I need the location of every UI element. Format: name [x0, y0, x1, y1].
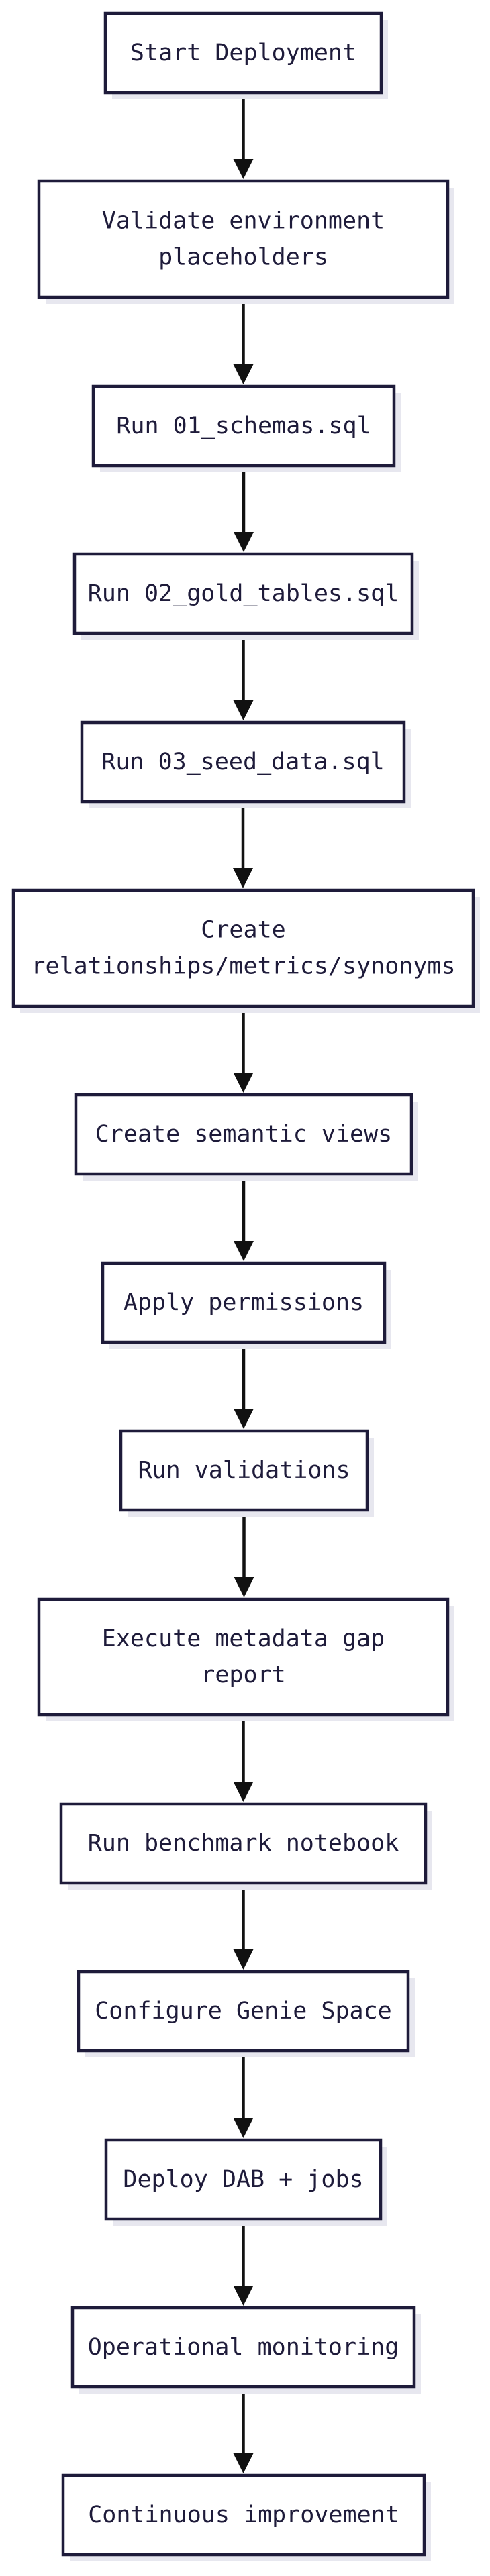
node-box	[119, 1429, 369, 1512]
edge-arrow-execute-metadata-gap-report-to-run-benchmark-notebook	[233, 1716, 254, 1802]
arrowhead-icon	[233, 1782, 254, 1802]
node-run-03-seed-data: Run 03_seed_data.sql	[80, 720, 411, 808]
node-label: Create	[201, 917, 285, 944]
node-create-semantic-views: Create semantic views	[74, 1093, 418, 1181]
node-label: Validate environment	[102, 208, 385, 235]
edge-arrow-deploy-dab-jobs-to-operational-monitoring	[233, 2220, 254, 2306]
node-box	[101, 1261, 387, 1344]
node-label: Run 02_gold_tables.sql	[88, 580, 399, 607]
edge-arrow-run-02-gold-tables-to-run-03-seed-data	[233, 635, 254, 720]
node-label: relationships/metrics/synonyms	[31, 953, 455, 980]
node-label: placeholders	[158, 244, 328, 271]
edge-arrow-start-deployment-to-validate-environment-placeholders	[233, 94, 254, 179]
node-label: Continuous improvement	[88, 2502, 399, 2528]
node-box	[91, 384, 396, 468]
node-label: Run 01_schemas.sql	[116, 413, 371, 439]
node-operational-monitoring: Operational monitoring	[70, 2306, 421, 2394]
node-box	[103, 11, 383, 95]
node-box	[61, 2473, 426, 2557]
node-box	[74, 1093, 413, 1176]
node-box	[37, 1597, 450, 1717]
edge-arrow-create-relationships-metrics-synonyms-to-create-semantic-views	[233, 1008, 254, 1093]
node-configure-genie-space: Configure Genie Space	[77, 1970, 415, 2057]
node-label: Run 03_seed_data.sql	[101, 749, 384, 775]
node-label: Execute metadata gap	[102, 1625, 385, 1652]
edge-arrow-run-01-schemas-to-run-02-gold-tables	[234, 467, 254, 552]
arrowhead-icon	[233, 868, 253, 888]
edge-arrow-configure-genie-space-to-deploy-dab-jobs	[233, 2052, 254, 2138]
node-continuous-improvement: Continuous improvement	[61, 2473, 431, 2561]
node-label: Run benchmark notebook	[88, 1830, 399, 1857]
node-create-relationships-metrics-synonyms: Create relationships/metrics/synonyms	[11, 888, 480, 1013]
arrowhead-icon	[233, 1073, 254, 1093]
node-run-02-gold-tables: Run 02_gold_tables.sql	[72, 552, 419, 640]
node-box	[70, 2306, 416, 2389]
arrowhead-icon	[234, 1241, 254, 1261]
edge-arrow-create-semantic-views-to-apply-permissions	[234, 1175, 254, 1261]
node-label: Apply permissions	[124, 1289, 364, 1316]
node-label: Operational monitoring	[88, 2334, 399, 2361]
node-box	[37, 179, 450, 299]
node-box	[104, 2138, 383, 2221]
edge-arrow-apply-permissions-to-run-validations	[234, 1344, 254, 1429]
node-label: Configure Genie Space	[95, 1998, 392, 2025]
node-run-benchmark-notebook: Run benchmark notebook	[59, 1802, 432, 1890]
edge-arrow-operational-monitoring-to-continuous-improvement	[233, 2388, 254, 2473]
edge-arrow-run-benchmark-notebook-to-configure-genie-space	[233, 1884, 254, 1970]
arrowhead-icon	[234, 532, 254, 552]
node-validate-environment-placeholders: Validate environment placeholders	[37, 179, 454, 304]
edges-layer	[233, 94, 254, 2473]
node-box	[72, 552, 414, 635]
edge-arrow-validate-environment-placeholders-to-run-01-schemas	[233, 299, 254, 384]
node-label: Deploy DAB + jobs	[123, 2166, 363, 2193]
arrowhead-icon	[233, 1949, 254, 1970]
edge-arrow-run-03-seed-data-to-create-relationships-metrics-synonyms	[233, 803, 253, 888]
arrowhead-icon	[233, 700, 254, 720]
node-box	[59, 1802, 428, 1885]
node-label: Create semantic views	[95, 1121, 393, 1148]
arrowhead-icon	[233, 159, 254, 179]
node-run-01-schemas: Run 01_schemas.sql	[91, 384, 401, 472]
arrowhead-icon	[234, 1577, 254, 1597]
node-label: Run validations	[138, 1457, 350, 1484]
arrowhead-icon	[233, 2118, 254, 2138]
node-box	[11, 888, 475, 1008]
node-start-deployment: Start Deployment	[103, 11, 388, 99]
node-apply-permissions: Apply permissions	[101, 1261, 391, 1349]
node-box	[80, 720, 406, 804]
arrowhead-icon	[234, 1409, 254, 1429]
node-box	[77, 1970, 410, 2053]
node-label: report	[201, 1662, 285, 1688]
node-execute-metadata-gap-report: Execute metadata gap report	[37, 1597, 454, 1721]
node-deploy-dab-jobs: Deploy DAB + jobs	[104, 2138, 387, 2226]
arrowhead-icon	[233, 364, 254, 384]
node-run-validations: Run validations	[119, 1429, 374, 1517]
arrowhead-icon	[233, 2286, 254, 2306]
arrowhead-icon	[233, 2453, 254, 2473]
node-label: Start Deployment	[130, 40, 356, 66]
edge-arrow-run-validations-to-execute-metadata-gap-report	[234, 1511, 254, 1597]
